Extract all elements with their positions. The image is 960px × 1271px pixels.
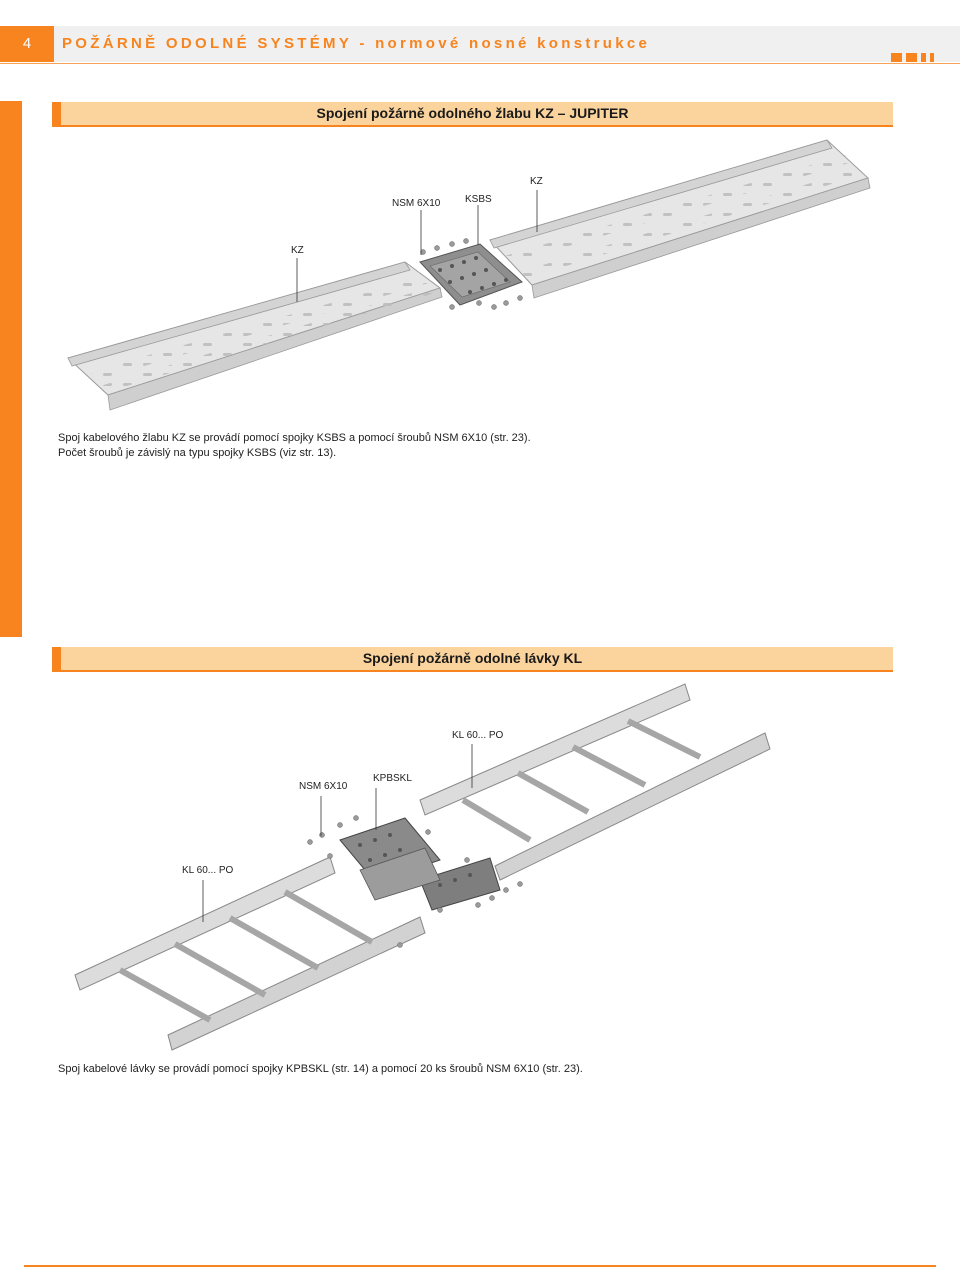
label-nsm-section2: NSM 6X10 [299, 781, 348, 792]
section2-title-band: Spojení požárně odolné lávky KL [52, 647, 893, 672]
label-kz-left: KZ [291, 245, 304, 256]
label-kz-right: KZ [530, 176, 543, 187]
ladder-kl-right [419, 683, 771, 881]
section1-description-line1: Spoj kabelového žlabu KZ se provádí pomo… [58, 432, 531, 444]
header-decoration [891, 53, 934, 62]
tray-kz-left [67, 261, 443, 411]
side-accent-bar [0, 101, 22, 637]
tray-kz-right [489, 139, 871, 299]
section2-title: Spojení požárně odolné lávky KL [362, 650, 583, 666]
header-divider [0, 63, 960, 64]
ladder-kl-left [74, 856, 426, 1051]
footer-divider [24, 1265, 936, 1267]
label-ksbs: KSBS [465, 194, 492, 205]
label-kl-left: KL 60... PO [182, 865, 234, 876]
section2-description: Spoj kabelové lávky se provádí pomocí sp… [58, 1063, 583, 1075]
page-title: POŽÁRNĚ ODOLNÉ SYSTÉMY - normové nosné k… [62, 35, 651, 52]
header-bar [0, 26, 960, 62]
section1-title: Spojení požárně odolného žlabu KZ – JUPI… [316, 105, 629, 121]
section1-description-line2: Počet šroubů je závislý na typu spojky K… [58, 447, 337, 459]
section2-leader-lines [202, 744, 473, 922]
label-nsm-section1: NSM 6X10 [392, 198, 441, 209]
label-kpbskl: KPBSKL [373, 773, 412, 784]
connector-kpbskl [307, 815, 523, 948]
connector-ksbs [419, 238, 523, 310]
label-kl-right: KL 60... PO [452, 730, 504, 741]
section1-title-band: Spojení požárně odolného žlabu KZ – JUPI… [52, 102, 893, 127]
page-number: 4 [0, 26, 54, 62]
